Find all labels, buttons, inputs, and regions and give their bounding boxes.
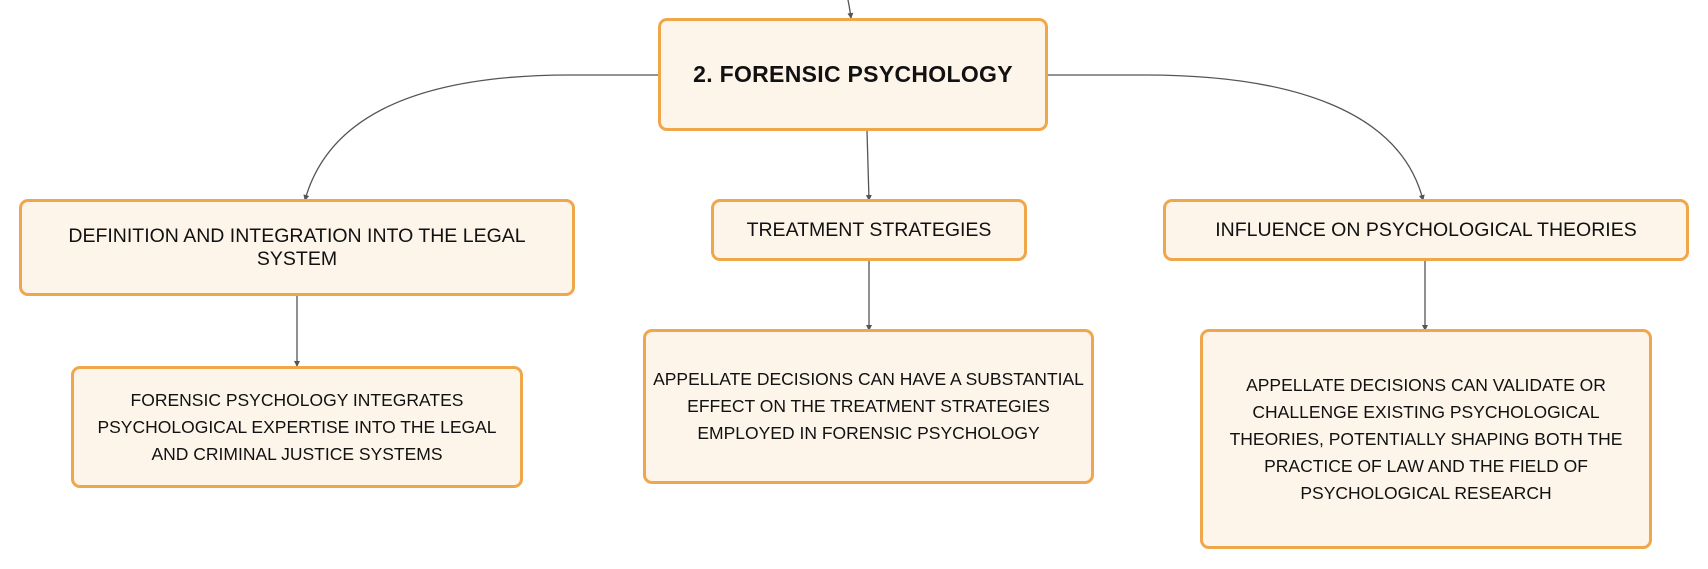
branch-definition-label: DEFINITION AND INTEGRATION INTO THE LEGA…: [68, 224, 526, 270]
branch-influence-node[interactable]: INFLUENCE ON PSYCHOLOGICAL THEORIES: [1163, 199, 1689, 261]
connector-root-to-influence: [1048, 74, 1425, 201]
detail-treatment-text: APPELLATE DECISIONS CAN HAVE A SUBSTANTI…: [653, 369, 1084, 443]
detail-treatment-node[interactable]: APPELLATE DECISIONS CAN HAVE A SUBSTANTI…: [643, 329, 1094, 484]
connector-from-parent: [847, 0, 854, 19]
connector-root-to-definition: [303, 74, 658, 201]
detail-definition-text: FORENSIC PSYCHOLOGY INTEGRATES PSYCHOLOG…: [97, 389, 497, 464]
connector-root-to-treatment: [865, 130, 872, 201]
branch-treatment-node[interactable]: TREATMENT STRATEGIES: [711, 199, 1027, 261]
branch-treatment-label: TREATMENT STRATEGIES: [746, 218, 992, 241]
root-topic-node[interactable]: 2. FORENSIC PSYCHOLOGY: [658, 18, 1048, 131]
detail-influence-text: APPELLATE DECISIONS CAN VALIDATE OR CHAL…: [1229, 374, 1623, 503]
branch-definition-node[interactable]: DEFINITION AND INTEGRATION INTO THE LEGA…: [19, 199, 575, 296]
branch-influence-label: INFLUENCE ON PSYCHOLOGICAL THEORIES: [1215, 218, 1637, 241]
detail-definition-node[interactable]: FORENSIC PSYCHOLOGY INTEGRATES PSYCHOLOG…: [71, 366, 523, 488]
root-topic-label: 2. FORENSIC PSYCHOLOGY: [693, 61, 1013, 87]
detail-influence-node[interactable]: APPELLATE DECISIONS CAN VALIDATE OR CHAL…: [1200, 329, 1652, 549]
